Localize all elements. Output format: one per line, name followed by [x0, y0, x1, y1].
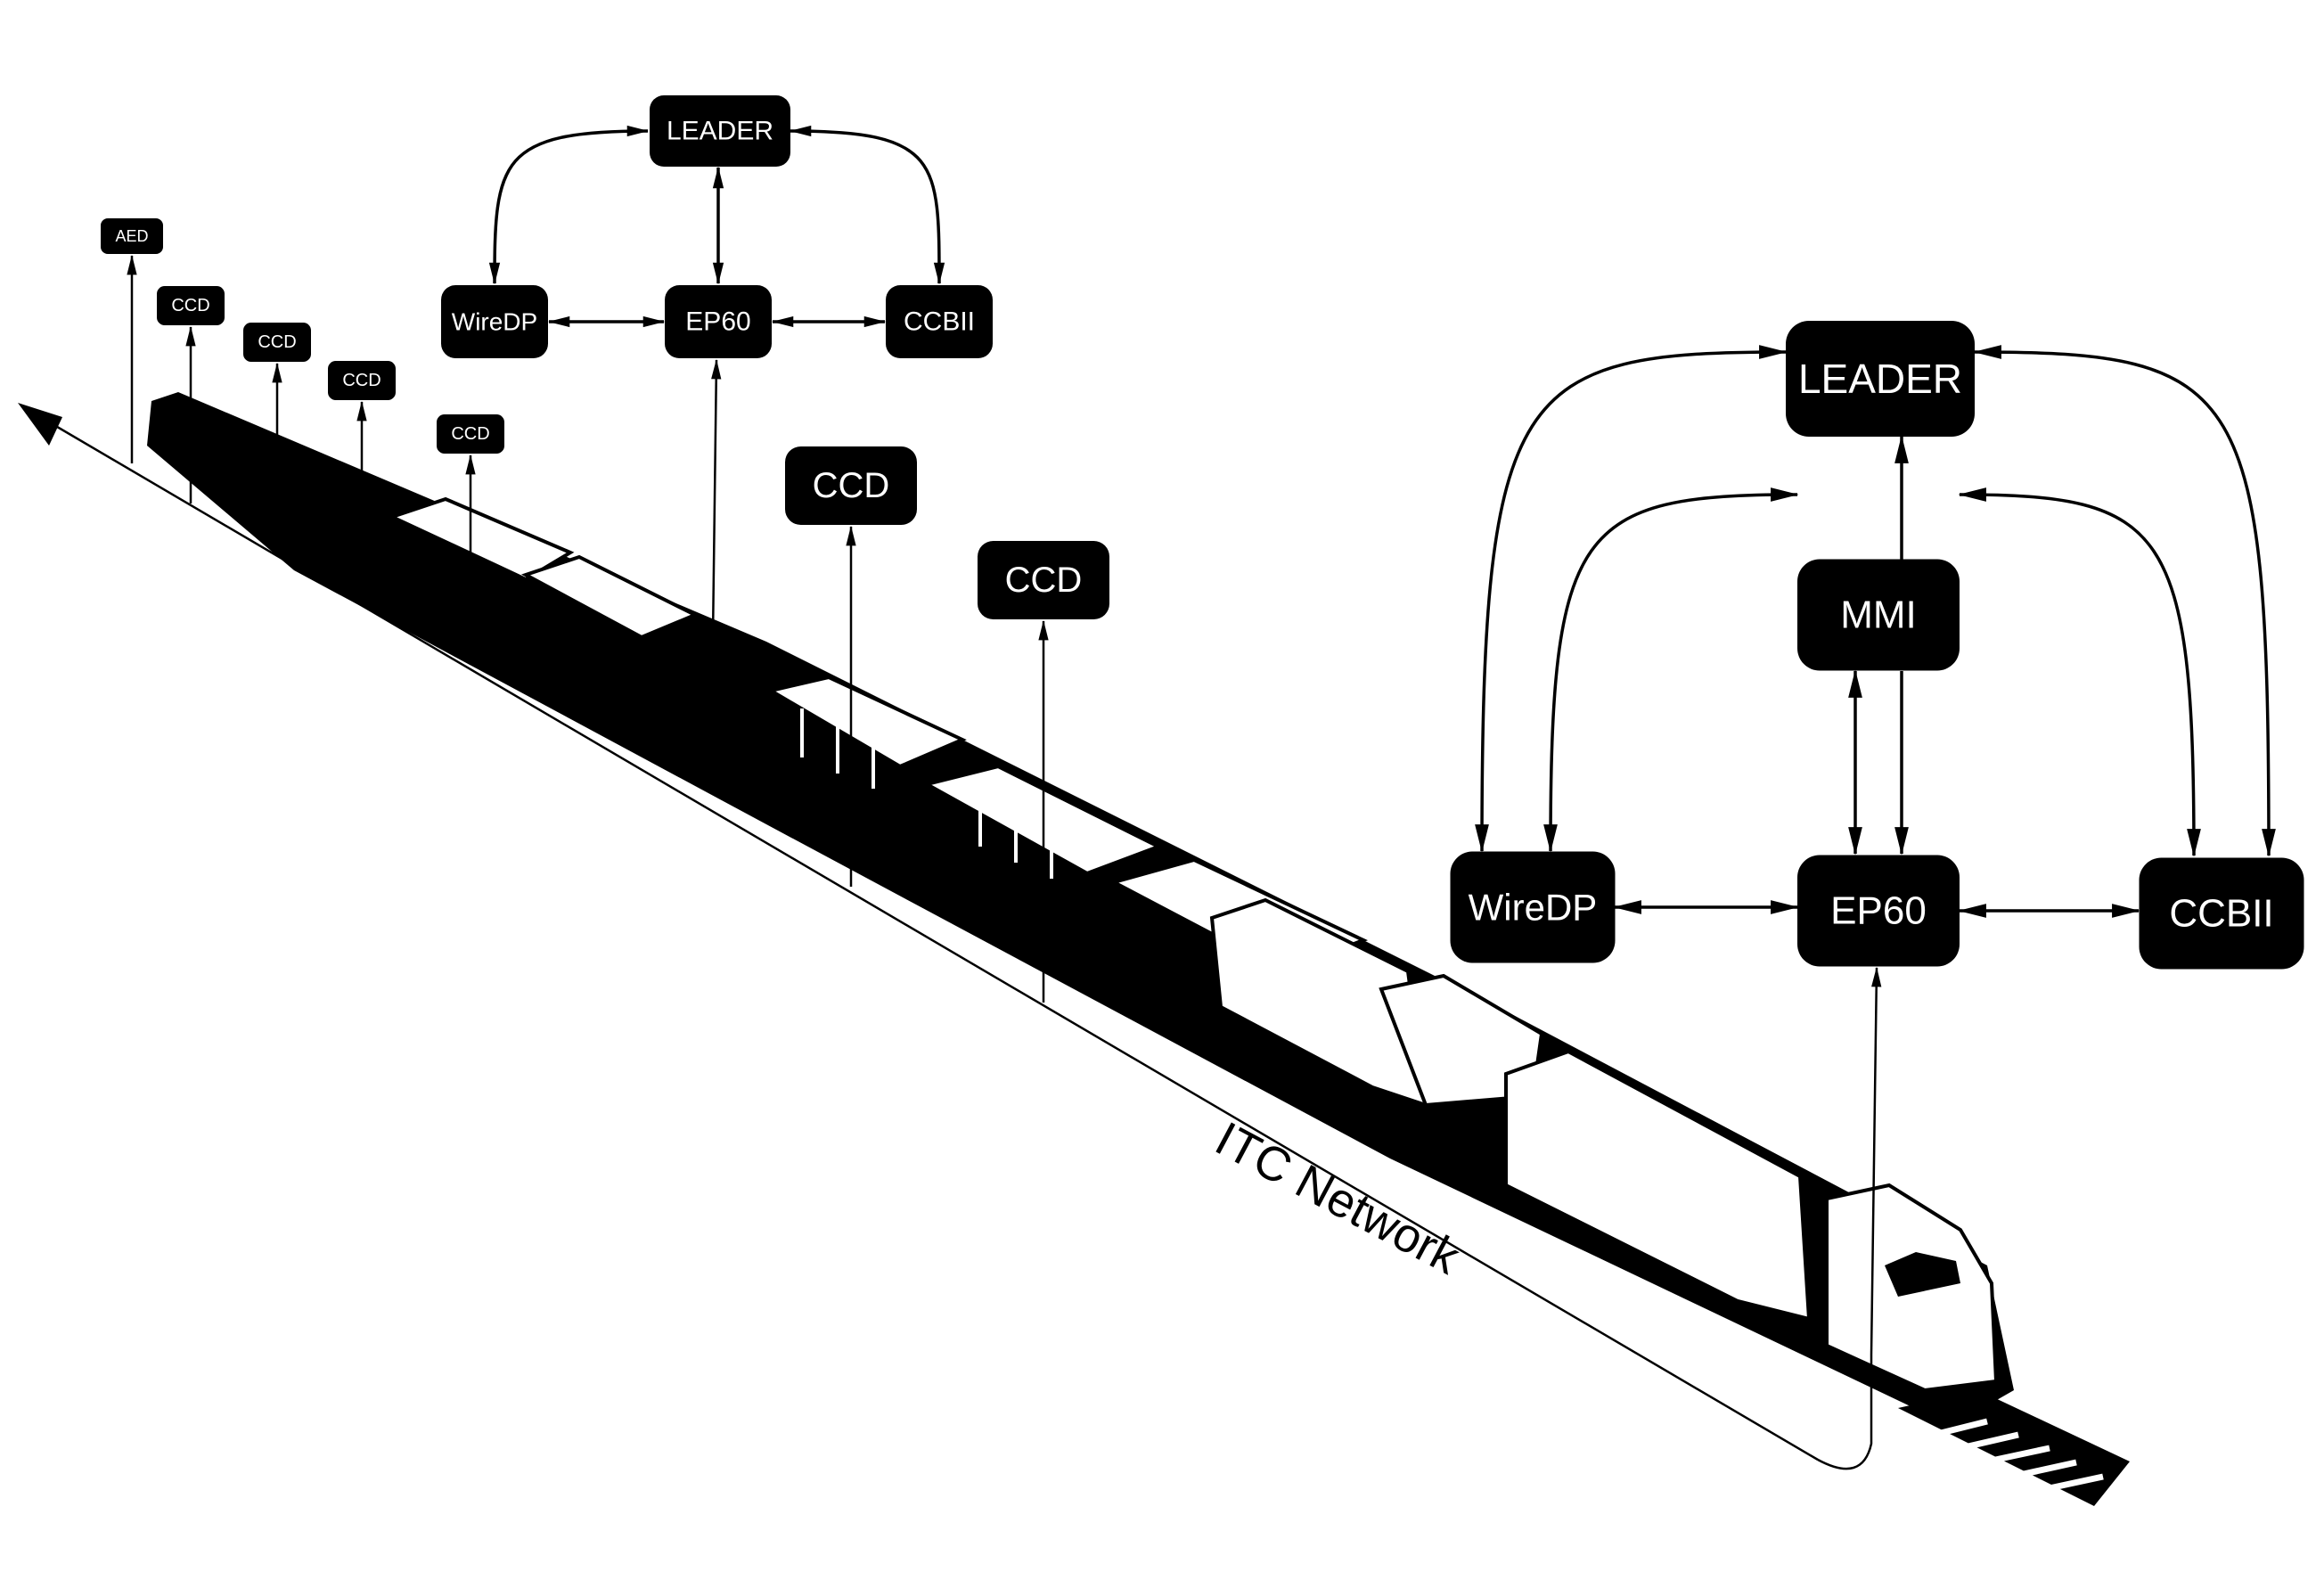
- node-label: CCD: [258, 332, 296, 352]
- node-mmi: MMI: [1797, 560, 1960, 671]
- edge-leader-wiredp: [1482, 352, 1786, 851]
- node-label: CCD: [451, 424, 489, 444]
- node-ccbii: CCBII: [2140, 858, 2304, 970]
- node-label: CCD: [342, 371, 381, 390]
- node-label: CCD: [1005, 561, 1083, 600]
- edge-leader-ccbii: [1975, 352, 2269, 856]
- car-devices: AED CCD CCD CCD CCD CCD CCD: [101, 218, 1109, 619]
- edge-mmi-ccbii: [1960, 495, 2194, 856]
- node-ccbii: CCBII: [886, 285, 993, 358]
- node-label: WireDP: [452, 308, 537, 336]
- device-ccd1: CCD: [157, 286, 225, 325]
- node-label: EP60: [1830, 889, 1927, 933]
- node-wiredp: WireDP: [441, 285, 548, 358]
- device-ccd2: CCD: [243, 323, 311, 362]
- node-label: AED: [115, 227, 148, 245]
- device-ccd3: CCD: [328, 361, 396, 400]
- network-arrowhead-icon: [18, 403, 62, 446]
- node-label: EP60: [685, 307, 750, 337]
- node-ep60: EP60: [1797, 856, 1960, 967]
- device-aed: AED: [101, 218, 163, 254]
- rail-track: [1898, 1390, 2130, 1506]
- node-wiredp: WireDP: [1451, 852, 1616, 963]
- device-ccd6: CCD: [978, 541, 1109, 619]
- edge-leader-ccbii: [790, 131, 939, 283]
- node-label: MMI: [1840, 594, 1917, 637]
- edge-mmi-wiredp: [1551, 495, 1797, 851]
- node-label: CCD: [813, 466, 890, 505]
- edge-leader-wiredp: [495, 131, 648, 283]
- large-diagram-nodes: LEADER MMI WireDP EP60 CCBII: [1451, 321, 2304, 970]
- node-label: LEADER: [667, 117, 773, 146]
- node-leader: LEADER: [1786, 321, 1975, 437]
- node-label: CCBII: [904, 307, 975, 337]
- node-label: CCBII: [2169, 892, 2273, 936]
- device-ccd4: CCD: [437, 414, 504, 454]
- node-leader: LEADER: [650, 95, 790, 167]
- device-ccd5: CCD: [785, 446, 917, 525]
- node-ep60: EP60: [665, 285, 772, 358]
- node-label: WireDP: [1469, 887, 1598, 929]
- node-label: LEADER: [1798, 356, 1962, 402]
- node-label: CCD: [171, 296, 209, 315]
